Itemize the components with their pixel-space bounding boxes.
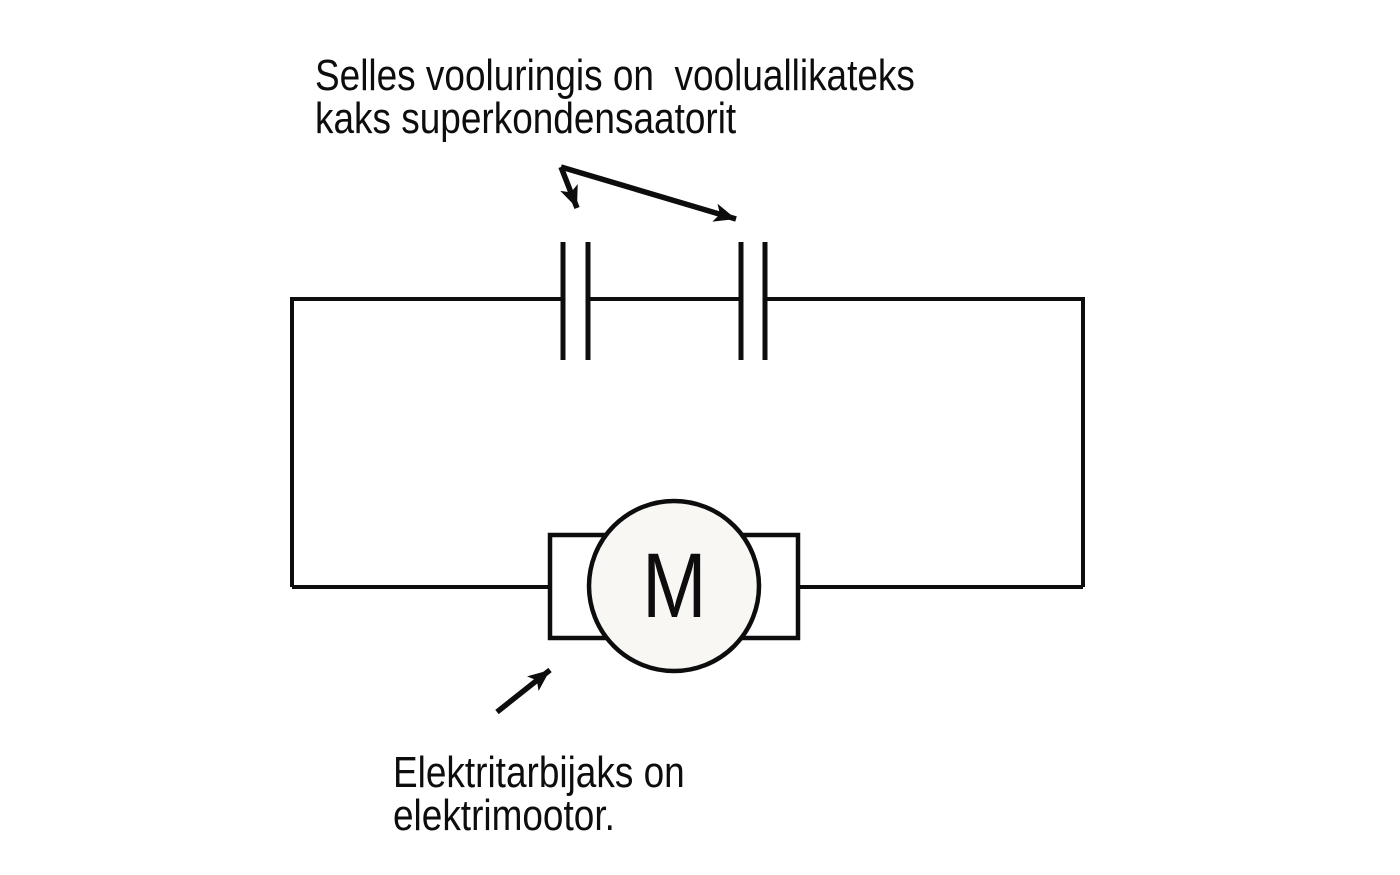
arrow-to-motor	[495, 667, 552, 715]
circuit-wire	[290, 297, 1085, 589]
capacitor-1	[560, 242, 591, 360]
motor-caption-line2: elektrimootor.	[393, 791, 615, 840]
motor-caption: Elektritarbijaks on elektrimootor.	[393, 748, 685, 840]
arrow-to-capacitor-1	[558, 166, 580, 209]
capacitor-annotation-arrows	[558, 164, 737, 222]
motor-circle	[586, 498, 762, 674]
arrow-to-capacitor-2	[560, 164, 737, 222]
capacitor-2	[738, 242, 768, 360]
motor-symbol	[547, 498, 801, 674]
motor-caption-line1: Elektritarbijaks on	[393, 748, 685, 797]
capacitors-caption: Selles vooluringis on vooluallikateks ka…	[315, 51, 915, 143]
capacitors-caption-line1: Selles vooluringis on vooluallikateks	[315, 51, 915, 100]
capacitors-caption-line2: kaks superkondensaatorit	[315, 94, 737, 143]
